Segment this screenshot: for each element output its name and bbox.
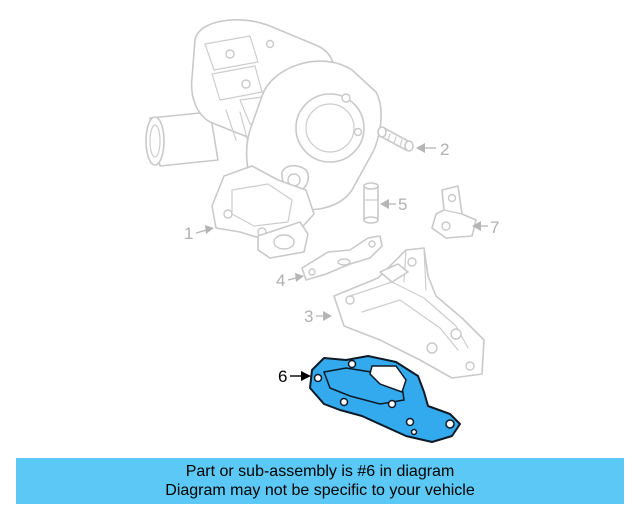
info-banner: Part or sub-assembly is #6 in diagram Di… — [16, 458, 624, 504]
callout-1-arrowhead — [205, 225, 214, 234]
banner-disclaimer: Diagram may not be specific to your vehi… — [165, 482, 475, 499]
callout-5[interactable]: 5 — [380, 195, 407, 214]
callout-6[interactable]: 6 — [278, 367, 311, 386]
part-6-gasket-highlighted[interactable] — [309, 355, 461, 443]
callout-2[interactable]: 2 — [416, 140, 449, 159]
callout-3-arrowhead — [323, 311, 332, 321]
callout-4[interactable]: 4 — [276, 271, 304, 290]
banner-part-note: Part or sub-assembly is #6 in diagram — [185, 463, 455, 480]
callout-2-arrowhead — [416, 143, 425, 153]
callout-1[interactable]: 1 — [184, 224, 214, 243]
callout-3[interactable]: 3 — [304, 307, 332, 326]
part-4-gasket — [301, 235, 383, 281]
callout-4-number: 4 — [276, 271, 285, 290]
part-2-stud — [377, 126, 414, 152]
part-1-turbocharger — [145, 19, 382, 259]
callout-6-number: 6 — [278, 367, 287, 386]
callout-1-leader — [195, 229, 208, 234]
part-3-mounting-bracket — [333, 247, 485, 379]
callout-6-arrowhead — [301, 371, 311, 381]
callout-7-number: 7 — [490, 218, 499, 237]
callout-5-number: 5 — [398, 195, 407, 214]
callout-3-number: 3 — [304, 307, 313, 326]
callout-2-number: 2 — [440, 140, 449, 159]
callout-4-leader — [287, 277, 297, 281]
callout-5-arrowhead — [380, 199, 389, 209]
callout-4-arrowhead — [295, 273, 304, 282]
callout-7-arrowhead — [472, 221, 481, 231]
part-7-bracket — [431, 185, 477, 239]
callout-1-number: 1 — [184, 224, 193, 243]
part-5-sleeve — [363, 182, 379, 224]
callout-7[interactable]: 7 — [472, 218, 499, 237]
